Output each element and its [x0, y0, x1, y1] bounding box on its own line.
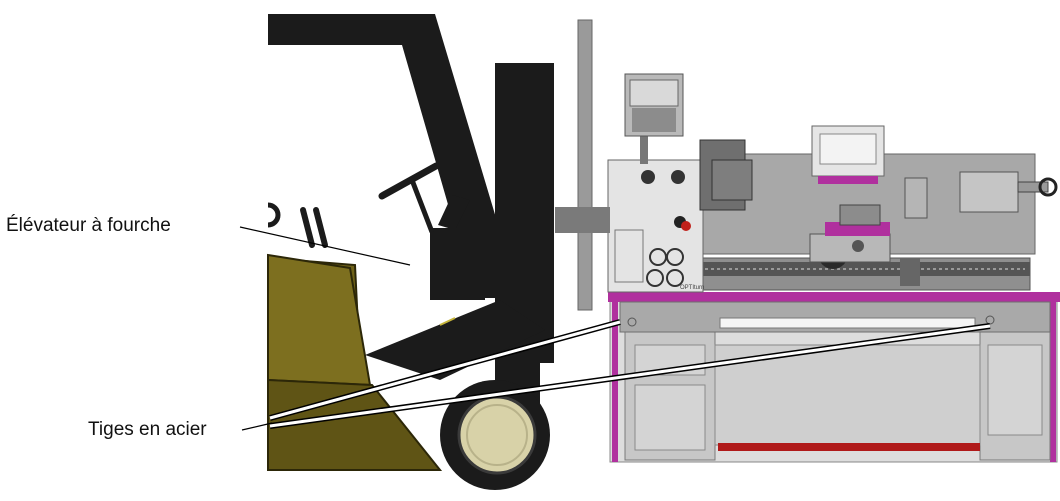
lathe-brand-text: OPTIturn: [680, 285, 704, 291]
steel-bars-label: Tiges en acier: [88, 420, 207, 439]
forklift-label: Élévateur à fourche: [6, 216, 171, 235]
lathe-illustration: OPTIturn: [608, 74, 1060, 462]
